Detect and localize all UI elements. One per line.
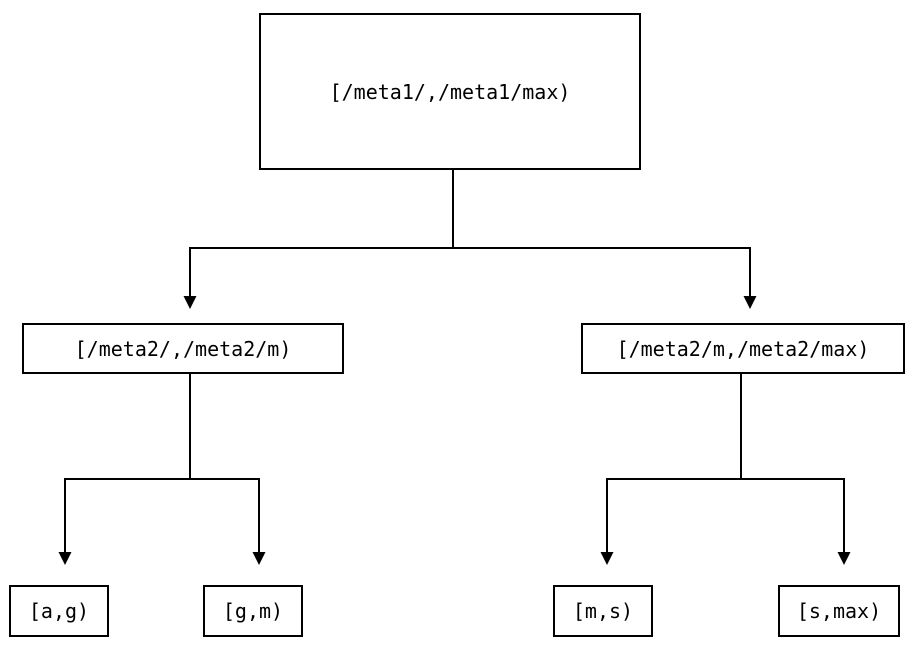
arrow-down-icon (58, 552, 72, 565)
node-meta2-lower-interval: [/meta2/,/meta2/m) (22, 323, 344, 374)
node-leaf-s-max: [s,max) (778, 585, 900, 637)
edge-mid-left-to-leaf-ag (58, 374, 191, 565)
node-label: [g,m) (222, 599, 284, 623)
node-label: [m,s) (572, 599, 634, 623)
node-label: [/meta2/m,/meta2/max) (616, 336, 870, 361)
arrow-down-icon (600, 552, 614, 565)
node-label: [/meta2/,/meta2/m) (74, 336, 292, 361)
node-leaf-g-m: [g,m) (203, 585, 303, 637)
node-label: [/meta1/,/meta1/max) (329, 79, 571, 104)
arrow-down-icon (183, 296, 197, 309)
node-label: [s,max) (796, 599, 882, 623)
arrow-down-icon (252, 552, 266, 565)
arrow-down-icon (837, 552, 851, 565)
edge-mid-right-to-leaf-ms (600, 374, 742, 565)
node-leaf-a-g: [a,g) (9, 585, 109, 637)
edge-root-to-mid-right (452, 170, 757, 309)
node-leaf-m-s: [m,s) (553, 585, 653, 637)
edge-root-to-mid-left (183, 170, 454, 309)
node-root-interval: [/meta1/,/meta1/max) (259, 13, 641, 170)
edge-mid-left-to-leaf-gm (189, 374, 266, 565)
node-label: [a,g) (28, 599, 90, 623)
arrow-down-icon (743, 296, 757, 309)
node-meta2-upper-interval: [/meta2/m,/meta2/max) (581, 323, 905, 374)
edge-mid-right-to-leaf-smax (740, 374, 851, 565)
